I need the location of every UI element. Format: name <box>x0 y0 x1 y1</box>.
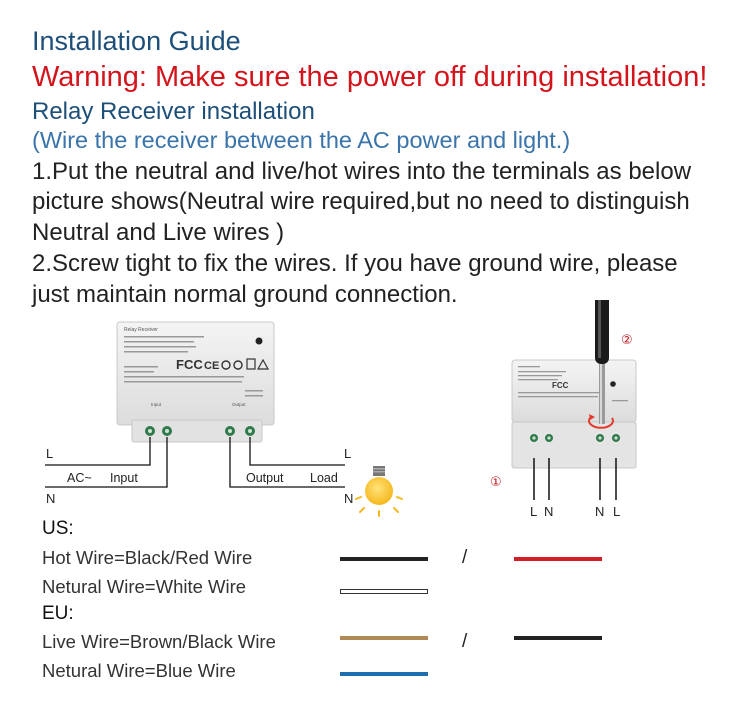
black-wire-swatch <box>340 557 428 561</box>
page-title: Installation Guide <box>32 26 241 56</box>
us-neutral-wire-label: Netural Wire=White Wire <box>42 576 247 597</box>
terminal-wires <box>533 458 617 500</box>
step-2-line-1: 2.Screw tight to fix the wires. If you h… <box>32 250 678 277</box>
eu-header: EU: <box>42 603 74 624</box>
blue-wire-swatch <box>340 672 428 676</box>
relay-device-left: Relay Receiver FCC CE Input Output <box>116 321 275 443</box>
wiring-note: (Wire the receiver between the AC power … <box>32 127 571 153</box>
led-indicator-right <box>610 381 616 387</box>
ac-label: AC~ <box>67 471 92 485</box>
input-wire-label: Input <box>110 471 138 485</box>
terminal-label-L2: L <box>613 504 620 519</box>
right-live-label: L <box>344 446 351 461</box>
slash-separator: / <box>462 631 468 652</box>
step-2-line-2: just maintain normal ground connection. <box>32 281 458 308</box>
screwdriver-icon <box>595 300 609 424</box>
white-wire-swatch <box>340 589 428 594</box>
input-port-label: Input <box>151 402 162 407</box>
step-1-line-1: 1.Put the neutral and live/hot wires int… <box>32 158 692 185</box>
step-marker-2: ② <box>621 333 633 348</box>
eu-neutral-wire-label: Netural Wire=Blue Wire <box>42 660 236 681</box>
light-bulb-icon <box>355 466 403 517</box>
step-1-line-2: picture shows(Neutral wire required,but … <box>32 188 690 215</box>
output-port-label: Output <box>232 402 246 407</box>
step-marker-1: ① <box>490 475 502 490</box>
warning-text: Warning: Make sure the power off during … <box>32 61 708 93</box>
red-wire-swatch <box>514 557 602 561</box>
ce-mark: CE <box>204 360 219 372</box>
us-hot-wire-label: Hot Wire=Black/Red Wire <box>42 547 253 568</box>
step-1-line-3: Neutral and Live wires ) <box>32 219 285 246</box>
cert-icon <box>221 360 231 370</box>
brown-wire-swatch <box>340 636 428 640</box>
terminal-label-N2: N <box>595 504 604 519</box>
slash-separator: / <box>462 547 468 568</box>
fcc-mark: FCC <box>176 357 203 372</box>
us-header: US: <box>42 518 74 539</box>
load-wire-label: Load <box>310 471 338 485</box>
wiring-diagram: Relay Receiver FCC CE Input Output <box>45 300 637 519</box>
led-indicator <box>255 337 263 345</box>
relay-device-right: FCC <box>511 359 637 469</box>
terminal-label-N1: N <box>544 504 553 519</box>
wiring-lines <box>45 437 345 488</box>
rotate-arrow-icon <box>588 417 614 429</box>
home-icon <box>256 358 270 370</box>
left-neutral-label: N <box>46 491 55 506</box>
left-live-label: L <box>46 446 53 461</box>
spec-lines <box>124 336 263 397</box>
terminal-screws-left <box>145 426 255 436</box>
weee-icon <box>246 358 256 370</box>
output-wire-label: Output <box>246 471 284 485</box>
device-label: Relay Receiver <box>124 327 158 333</box>
terminal-label-L1: L <box>530 504 537 519</box>
eu-live-wire-label: Live Wire=Brown/Black Wire <box>42 631 276 652</box>
right-neutral-label: N <box>344 491 353 506</box>
section-subtitle: Relay Receiver installation <box>32 98 315 125</box>
black-wire-swatch-eu <box>514 636 602 640</box>
fcc-mark-right: FCC <box>552 381 569 390</box>
cert-icon <box>233 360 243 370</box>
